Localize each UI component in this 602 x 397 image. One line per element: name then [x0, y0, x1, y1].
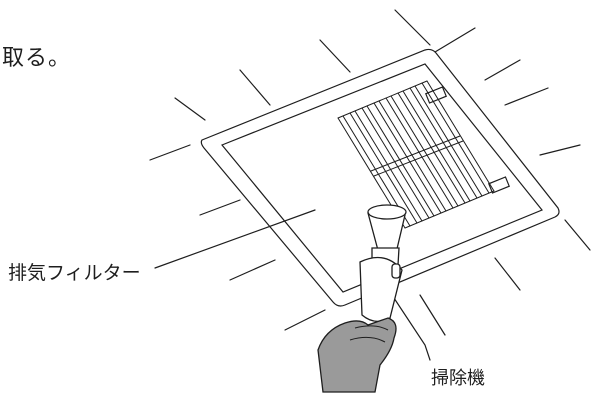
grille-louvers	[337, 80, 495, 229]
panel-inner-border	[221, 63, 543, 293]
leader-line-cleaner	[389, 291, 431, 361]
grille-clip-top	[425, 86, 447, 104]
leader-line-filter	[154, 209, 316, 269]
ceiling-grid-lines	[149, 9, 591, 336]
hand-icon	[317, 317, 397, 393]
label-exhaust-filter: 排気フィルター	[8, 262, 141, 284]
label-vacuum-cleaner: 掃除機	[431, 368, 485, 389]
vacuum-nozzle-icon	[359, 204, 407, 322]
panel-outer-frame	[200, 48, 560, 307]
instruction-text-fragment: 取る。	[2, 46, 72, 71]
grille-clip-bottom	[488, 176, 510, 194]
